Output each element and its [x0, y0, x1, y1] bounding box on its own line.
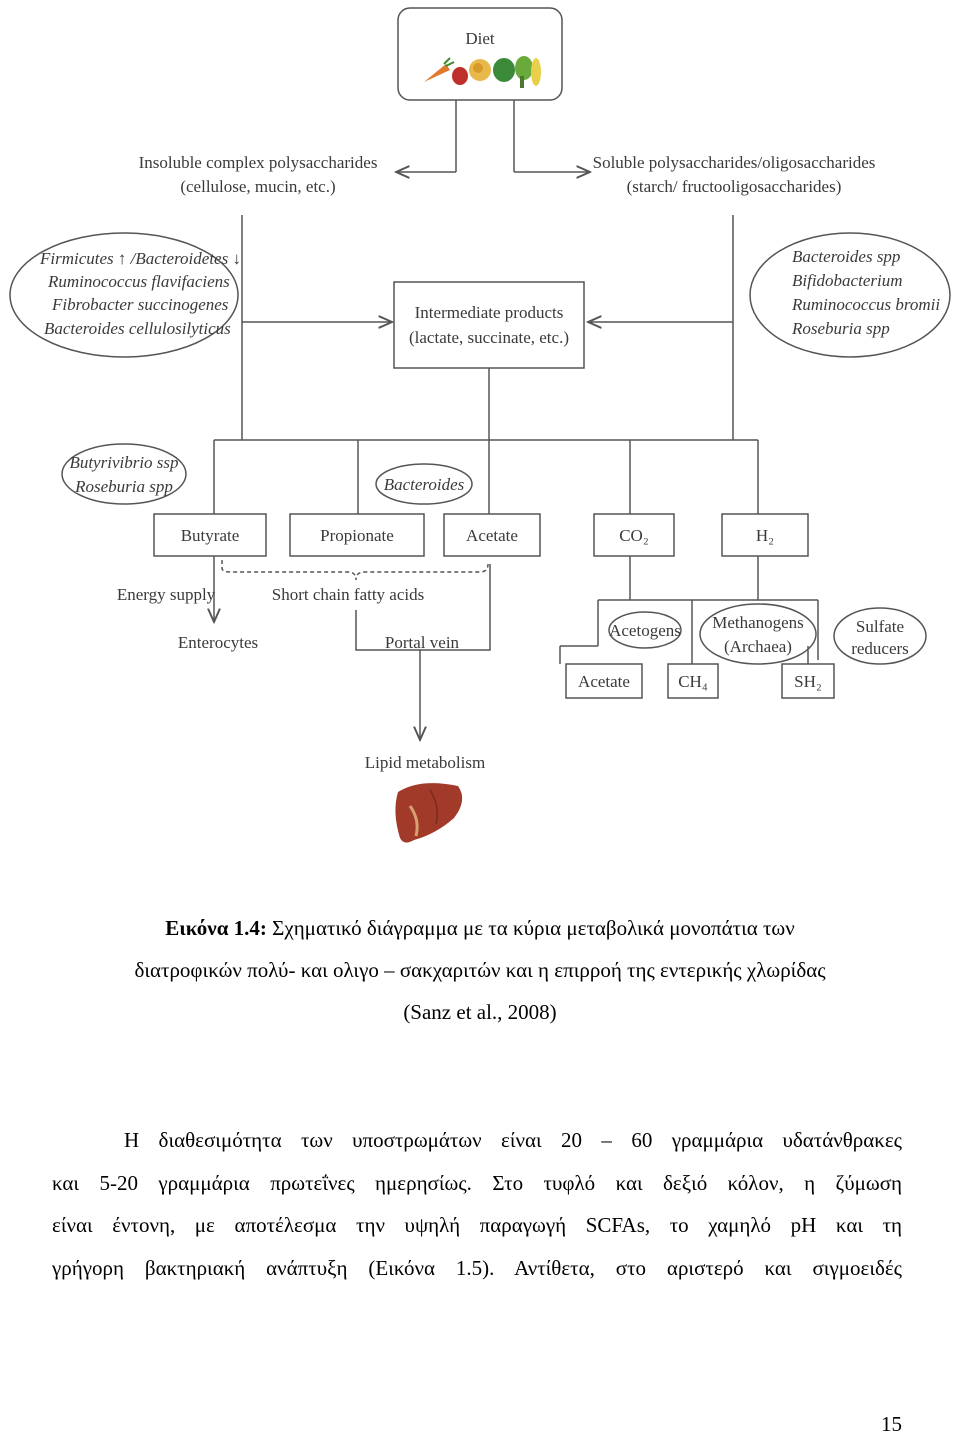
energy-supply-label: Energy supply [117, 585, 216, 604]
methanogens-ellipse [699, 603, 817, 665]
body-text-line-4: γρήγορη βακτηριακή ανάπτυξη (Εικόνα 1.5)… [52, 1256, 902, 1280]
methanogens-label: Methanogens [712, 613, 804, 632]
acetogens-ellipse [608, 611, 682, 649]
left-bacteria-1: Firmicutes ↑ /Bacteroidetes ↓ [39, 249, 241, 268]
acetate-output-label: Acetate [578, 672, 630, 691]
butyrate-label: Butyrate [181, 526, 240, 545]
intermediate-box [393, 281, 585, 369]
sh2-box [781, 663, 835, 699]
left-bacteria-4: Bacteroides cellulosilyticus [44, 319, 231, 338]
ch4-box [667, 663, 719, 699]
right-bacteria-4: Roseburia spp [791, 319, 890, 338]
intermediate-examples: (lactate, succinate, etc.) [409, 328, 569, 347]
h2-box [721, 513, 809, 557]
body-text-line-1: Η διαθεσιμότητα των υποστρωμάτων είναι 2… [124, 1128, 902, 1152]
scfa-label: Short chain fatty acids [272, 585, 425, 604]
sulfate-reducers-ellipse [833, 607, 927, 665]
lipid-metabolism-label: Lipid metabolism [365, 753, 485, 772]
figure-caption-line-1: Εικόνα 1.4: Σχηματικό διάγραμμα με τα κύ… [60, 916, 900, 941]
soluble-examples: (starch/ fructooligosaccharides) [627, 177, 842, 196]
acetate-output-box [565, 663, 643, 699]
diet-box [397, 7, 563, 101]
intermediate-label: Intermediate products [415, 303, 564, 322]
enterocytes-label: Enterocytes [178, 633, 258, 652]
insoluble-label: Insoluble complex polysaccharides [139, 153, 378, 172]
right-bacteria-ellipse [749, 232, 951, 358]
caption-text-1: Σχηματικό διάγραμμα με τα κύρια μεταβολι… [266, 916, 795, 940]
bacteroides-label: Bacteroides [384, 475, 465, 494]
left-bacteria-3: Fibrobacter succinogenes [51, 295, 229, 314]
body-text-line-2: και 5-20 γραμμάρια πρωτεΐνες ημερησίως. … [52, 1171, 902, 1195]
metabolic-pathway-diagram: Diet Insoluble complex polysaccharides (… [9, 7, 951, 843]
right-bacteria-2: Bifidobacterium [792, 271, 902, 290]
co2-label: CO₂ [619, 526, 649, 545]
reducers-label: reducers [851, 639, 909, 658]
vegetables-icon [424, 56, 541, 88]
left-bacteria-ellipse [9, 232, 239, 358]
butyrate-bacteria-1: Butyrivibrio ssp [69, 453, 178, 472]
page-number: 15 [881, 1412, 902, 1436]
figure-caption-line-2: διατροφικών πολύ- και ολιγο – σακχαριτών… [134, 958, 826, 982]
co2-box [593, 513, 675, 557]
diet-label: Diet [465, 29, 495, 48]
sulfate-label: Sulfate [856, 617, 904, 636]
portal-vein-label: Portal vein [385, 633, 460, 652]
h2-label: H₂ [756, 526, 774, 545]
insoluble-examples: (cellulose, mucin, etc.) [180, 177, 335, 196]
left-bacteria-2: Ruminococcus flavifaciens [47, 272, 230, 291]
right-bacteria-1: Bacteroides spp [792, 247, 900, 266]
butyrate-bacteria-2: Roseburia spp [74, 477, 173, 496]
acetate-box [443, 513, 541, 557]
butyrate-box [153, 513, 267, 557]
body-text-line-3: είναι έντονη, με αποτέλεσμα την υψηλή πα… [52, 1213, 902, 1237]
butyrate-bacteria-ellipse [61, 443, 187, 505]
liver-icon [395, 783, 463, 843]
sh2-label: SH₂ [794, 672, 822, 691]
acetate-label: Acetate [466, 526, 518, 545]
ch4-label: CH₄ [678, 672, 708, 691]
soluble-label: Soluble polysaccharides/oligosaccharides [593, 153, 876, 172]
propionate-label: Propionate [320, 526, 394, 545]
right-bacteria-3: Ruminococcus bromii [791, 295, 940, 314]
archaea-label: (Archaea) [724, 637, 792, 656]
bacteroides-ellipse [375, 463, 473, 505]
propionate-box [289, 513, 425, 557]
figure-caption-line-3: (Sanz et al., 2008) [403, 1000, 557, 1024]
figure-label: Εικόνα 1.4: [165, 916, 267, 940]
acetogens-label: Acetogens [609, 621, 681, 640]
